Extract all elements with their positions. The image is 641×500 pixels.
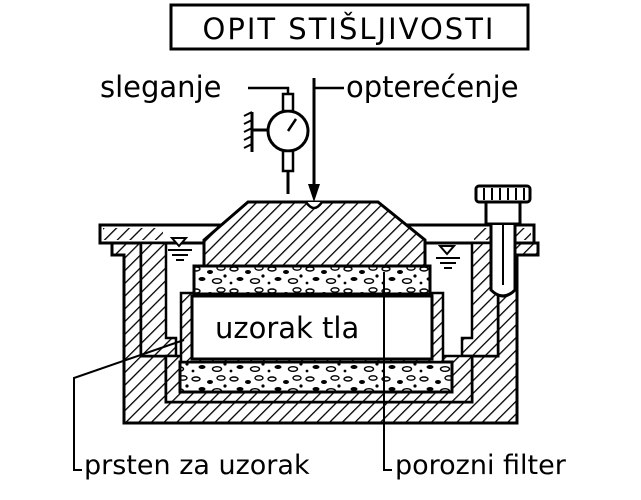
- water-level-right-icon: [436, 245, 460, 269]
- title-box: [169, 3, 530, 51]
- dial-gauge-icon: [243, 92, 310, 194]
- bottom-porous-filter: [178, 360, 454, 394]
- page-title: OPIT STIŠLJIVOSTI: [203, 12, 496, 46]
- soil-sample: [190, 294, 434, 361]
- water-level-left-icon: [168, 237, 192, 261]
- loading-cap: [202, 200, 427, 268]
- flange-hatch-left: [103, 228, 163, 240]
- ring-label: prsten za uzorak: [84, 450, 310, 481]
- settlement-label: sleganje: [100, 70, 221, 104]
- sample-label: uzorak tla: [215, 311, 359, 345]
- ring-leader: [73, 339, 185, 471]
- settlement-leader: [248, 86, 290, 94]
- load-arrow-head-icon: [308, 184, 320, 202]
- filter-label: porozni filter: [395, 450, 567, 481]
- load-label: opterećenje: [346, 70, 519, 104]
- ring-holder-left: [139, 241, 178, 358]
- filter-leader: [383, 272, 392, 471]
- drain-valve-icon: [474, 184, 532, 298]
- top-porous-filter: [192, 264, 432, 296]
- cap-ball-seat: [304, 201, 324, 210]
